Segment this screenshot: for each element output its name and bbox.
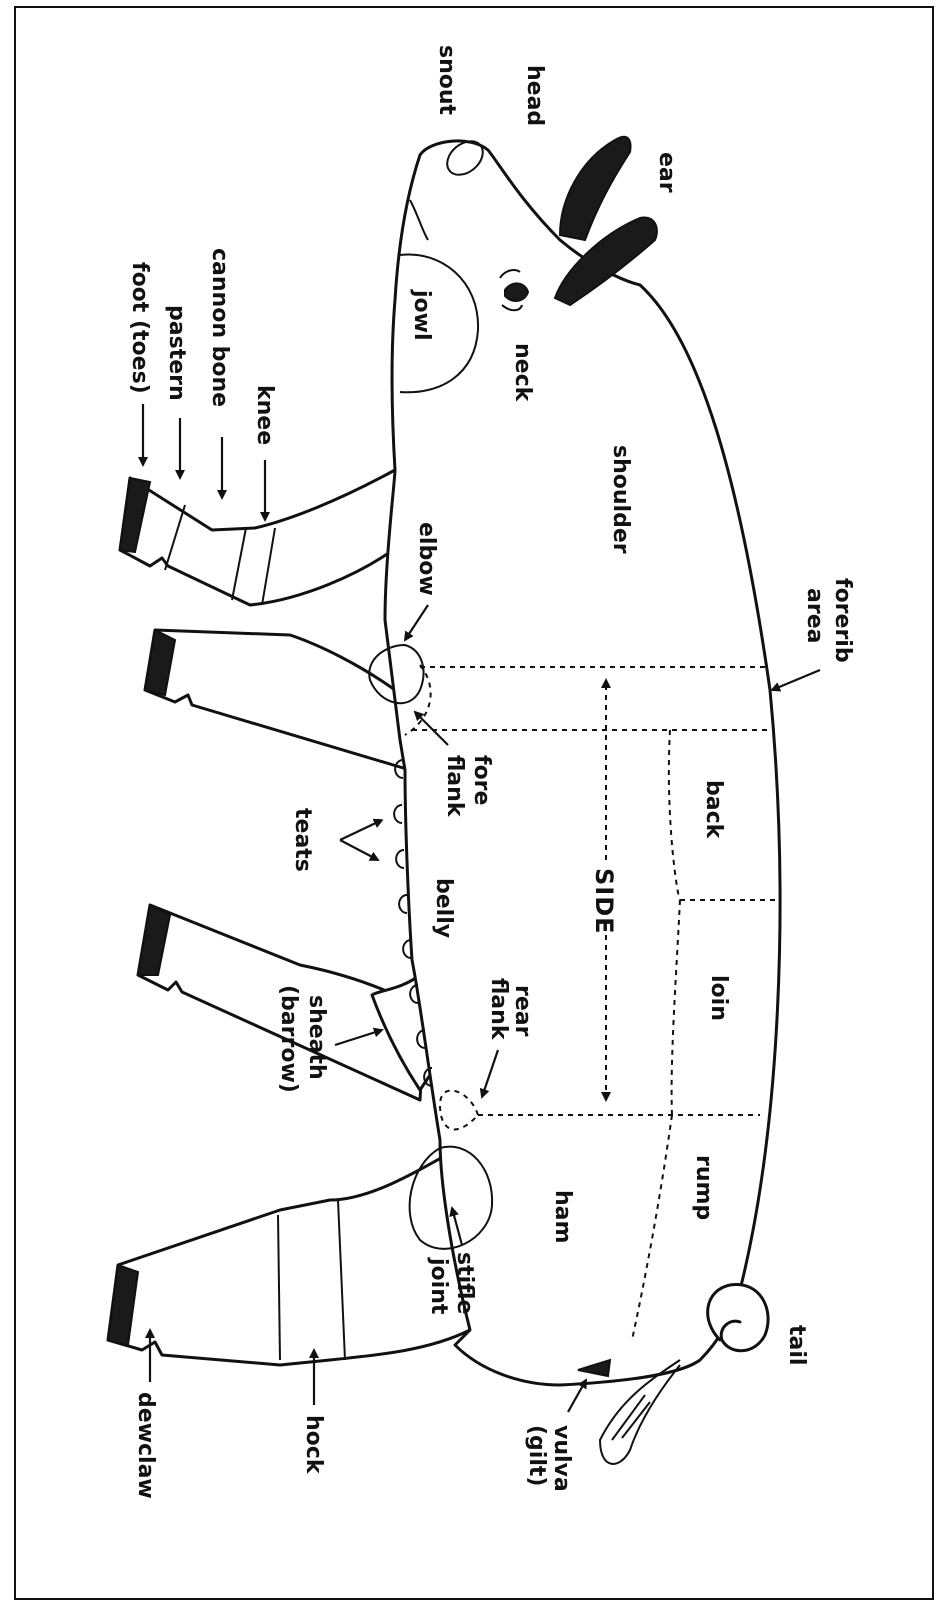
vulva (577, 1358, 612, 1378)
label-rear-flank-2: flank (486, 978, 511, 1041)
label-tail: tail (784, 1325, 809, 1365)
front-leg-near (118, 468, 402, 607)
label-back: back (701, 780, 726, 840)
label-stifle-2: joint (426, 1257, 451, 1315)
label-forerib-2: area (802, 588, 827, 643)
label-rump: rump (691, 1155, 716, 1220)
diagram-frame (14, 6, 934, 1600)
label-ear: ear (654, 152, 679, 193)
label-fore-flank-2: flank (442, 755, 467, 818)
label-belly: belly (431, 878, 456, 938)
pointer-arrows (138, 404, 821, 1413)
label-neck: neck (510, 343, 535, 403)
body-outline (383, 139, 782, 1387)
label-head: head (522, 65, 547, 126)
stifle-joint (408, 1145, 494, 1250)
ear-top (558, 135, 632, 242)
label-sheath-1: sheath (304, 995, 329, 1080)
tail (706, 1283, 770, 1353)
front-leg-far (143, 628, 422, 772)
section-lines (412, 666, 775, 1341)
hind-leg-near (106, 1148, 472, 1367)
label-cannon-bone: cannon bone (207, 248, 232, 407)
label-vulva-2: (gilt) (524, 1425, 549, 1486)
ear-bottom (553, 216, 658, 307)
label-ham: ham (550, 1190, 575, 1243)
jowl-outline (399, 253, 480, 394)
elbow-joint (368, 643, 425, 705)
label-side: SIDE (590, 868, 618, 935)
label-pastern: pastern (164, 305, 189, 401)
label-jowl: jowl (409, 289, 434, 341)
label-rear-flank-1: rear (510, 985, 535, 1037)
label-loin: loin (706, 975, 731, 1021)
label-dewclaw: dewclaw (133, 1392, 158, 1499)
label-forerib-1: forerib (830, 578, 855, 663)
label-knee: knee (252, 385, 277, 445)
teats-row (393, 759, 433, 1087)
snout-disc (446, 140, 484, 176)
tail-tuft (598, 1359, 681, 1465)
label-shoulder: shoulder (608, 445, 633, 554)
rear-flank-outline (438, 1089, 480, 1131)
label-teats: teats (290, 808, 315, 872)
label-foot: foot (toes) (127, 262, 152, 394)
label-sheath-2: (barrow) (276, 985, 301, 1093)
label-snout: snout (434, 45, 459, 116)
label-elbow: elbow (414, 522, 439, 596)
eye (504, 282, 530, 302)
label-stifle-1: stifle (452, 1252, 477, 1314)
label-fore-flank-1: fore (469, 755, 494, 805)
label-hock: hock (301, 1415, 326, 1475)
label-vulva-1: vulva (549, 1425, 574, 1492)
